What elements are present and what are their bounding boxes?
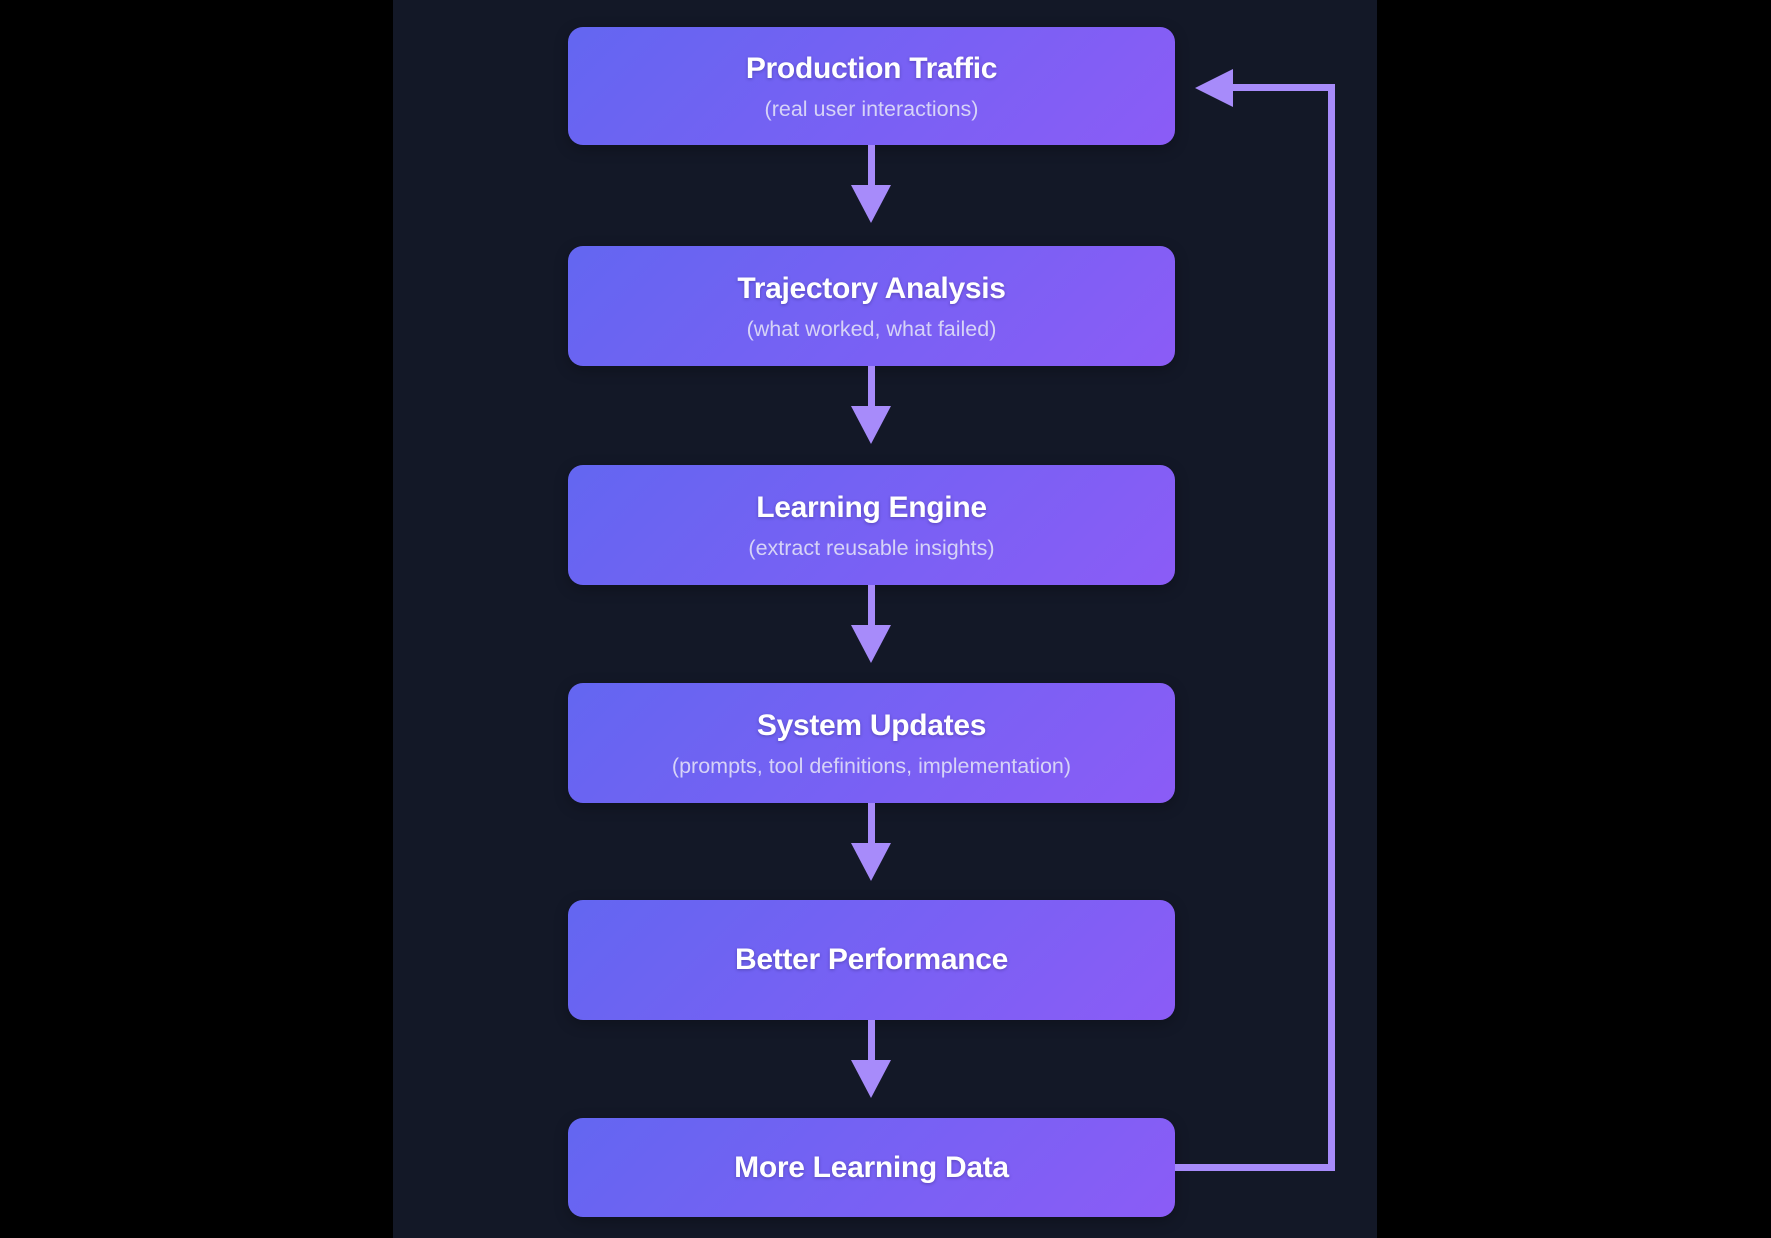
node-title: Production Traffic [745,51,998,85]
node-title: More Learning Data [734,1150,1009,1184]
feedback-loop-vertical-segment [1328,84,1335,1171]
arrow-stem [867,145,875,185]
feedback-loop-arrowhead-icon [1195,69,1233,107]
feedback-loop-bottom-segment [1175,1164,1335,1171]
arrow-stem [867,366,875,406]
node-title: System Updates [756,708,987,742]
node-trajectory-analysis: Trajectory Analysis (what worked, what f… [568,246,1175,366]
arrow-head [851,1060,891,1098]
down-arrow-icon [851,1020,891,1098]
arrow-head [851,406,891,444]
node-title: Learning Engine [756,490,987,524]
node-title: Trajectory Analysis [737,271,1006,305]
down-arrow-icon [851,145,891,223]
arrow-head [851,625,891,663]
node-title: Better Performance [734,943,1009,976]
diagram-panel: Production Traffic (real user interactio… [393,0,1377,1238]
node-subtitle: (extract reusable insights) [748,535,995,560]
node-subtitle: (real user interactions) [764,96,979,121]
arrow-stem [867,585,875,625]
feedback-loop-top-segment [1233,84,1335,91]
arrow-stem [867,803,875,843]
arrow-head [851,843,891,881]
node-system-updates: System Updates (prompts, tool definition… [568,683,1175,803]
node-better-performance: Better Performance [568,900,1175,1020]
node-more-learning-data: More Learning Data [568,1118,1175,1217]
down-arrow-icon [851,803,891,881]
node-production-traffic: Production Traffic (real user interactio… [568,27,1175,145]
node-subtitle: (prompts, tool definitions, implementati… [671,753,1072,778]
down-arrow-icon [851,585,891,663]
down-arrow-icon [851,366,891,444]
arrow-stem [867,1020,875,1060]
node-subtitle: (what worked, what failed) [746,316,997,341]
node-learning-engine: Learning Engine (extract reusable insigh… [568,465,1175,585]
arrow-head [851,185,891,223]
